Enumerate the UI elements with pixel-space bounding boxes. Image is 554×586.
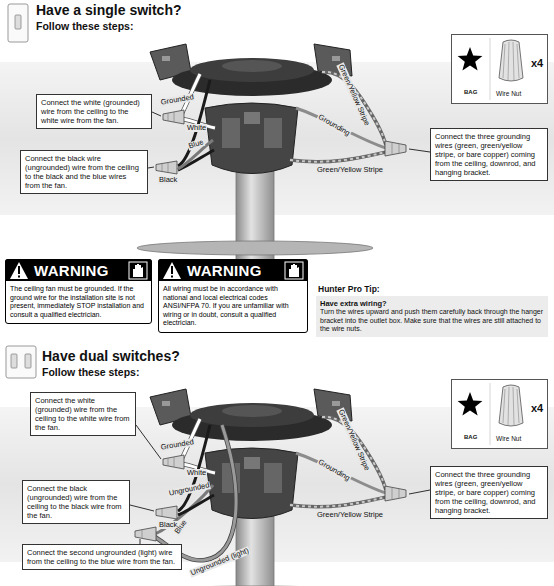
callout-text: Connect the white (grounded) wire from t… (41, 98, 147, 125)
wire-label: White (186, 124, 207, 132)
callout-box: Connect the black wire (ungrounded) wire… (20, 150, 148, 194)
quantity: x4 (531, 402, 543, 414)
tip-heading: Have extra wiring? (320, 299, 544, 308)
callout-box: Connect the second ungrounded (light) wi… (22, 544, 182, 570)
wire-label: White (186, 469, 207, 477)
section-title: Have a single switch? (36, 2, 182, 18)
callout-text: Connect the second ungrounded (light) wi… (27, 548, 177, 566)
callout-text: Connect the three grounding wires (green… (435, 470, 543, 515)
section-subtitle: Follow these steps: (36, 20, 133, 32)
callout-text: Connect the three grounding wires (green… (435, 132, 543, 177)
part-name: Wire Nut (496, 435, 521, 442)
warning-heading: WARNING (159, 260, 307, 282)
warning-box: WARNINGThe ceiling fan must be grounded.… (5, 259, 152, 324)
callout-text: Connect the white (grounded) wire from t… (35, 396, 131, 432)
wire-label: Green/Yellow Stripe (316, 166, 384, 174)
callout-text: Connect the black wire (ungrounded) wire… (25, 154, 143, 190)
parts-bag-box: BAG Wire Nut x4 (451, 34, 548, 104)
parts-bag-box: BAG Wire Nut x4 (451, 379, 548, 449)
wire-label: Green/Yellow Stripe (316, 511, 384, 519)
callout-text: Connect the black (ungrounded) wire from… (27, 484, 125, 520)
pro-tip-box: Have extra wiring?Turn the wires upward … (316, 296, 548, 337)
warning-body: The ceiling fan must be grounded. If the… (6, 282, 151, 323)
warning-heading: WARNING (6, 260, 151, 282)
section-subtitle: Follow these steps: (42, 366, 139, 378)
bag-label: BAG (464, 434, 477, 440)
callout-box: Connect the white (grounded) wire from t… (30, 392, 136, 436)
tip-title: Hunter Pro Tip: (318, 284, 380, 294)
wire-label: Black (158, 176, 178, 184)
tip-body: Turn the wires upward and push them care… (320, 308, 544, 334)
part-name: Wire Nut (496, 90, 521, 97)
bag-label: BAG (464, 89, 477, 95)
callout-box: Connect the white (grounded) wire from t… (36, 94, 152, 129)
callout-box: Connect the three grounding wires (green… (430, 128, 548, 181)
quantity: x4 (531, 57, 543, 69)
section-title: Have dual switches? (42, 348, 180, 364)
warning-body: All wiring must be in accordance with na… (159, 282, 307, 332)
warning-box: WARNINGAll wiring must be in accordance … (158, 259, 308, 333)
callout-box: Connect the black (ungrounded) wire from… (22, 480, 130, 524)
callout-box: Connect the three grounding wires (green… (430, 466, 548, 519)
